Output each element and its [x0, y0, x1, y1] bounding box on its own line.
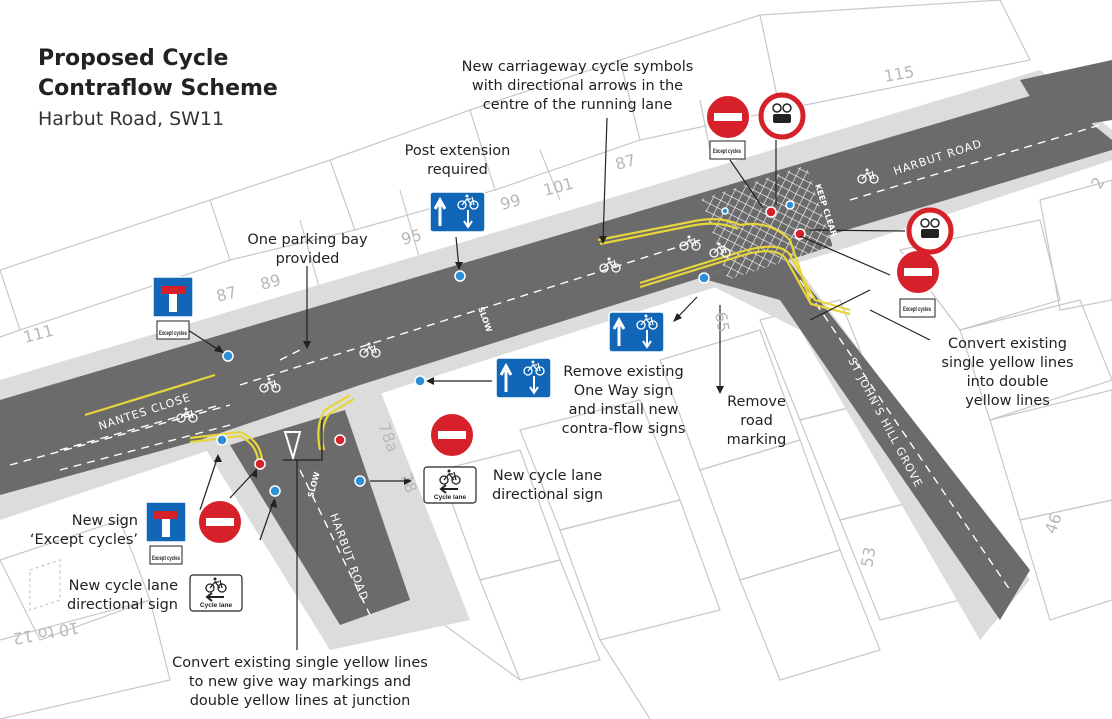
no-entry-sign-top [705, 94, 751, 140]
no-motor-vehicles-sign-right [906, 207, 954, 255]
note-carriageway-symbols: New carriageway cycle symbols with direc… [461, 59, 694, 113]
no-through-road-sign-bottom [145, 501, 187, 565]
cycle-lane-sign-left [189, 574, 243, 612]
plate-text-cycle-lane-right: Cycle lane [434, 494, 467, 501]
contraflow-sign-top [429, 191, 486, 233]
map-title: Proposed Cycle Contraflow Scheme [38, 46, 278, 101]
note-remove-one-way: Remove existing One Way sign and install… [561, 364, 686, 437]
plate-text-bottom-left: Except cycles [152, 555, 180, 562]
yellow-lines [84, 218, 851, 461]
contraflow-sign-right [608, 311, 665, 353]
plate-text-top-left: Except cycles [159, 330, 187, 337]
house-number-87-top: 87 [613, 150, 638, 174]
note-parking-bay: One parking bay provided [247, 232, 368, 267]
house-number-10-12: 10 to 12 [11, 618, 80, 648]
note-cycle-lane-sign-left: New cycle lane directional sign [66, 578, 178, 613]
keep-clear-box [701, 165, 833, 280]
note-cycle-lane-sign-right: New cycle lane directional sign [491, 468, 604, 503]
note-convert-double-yellow: Convert existing single yellow lines int… [941, 336, 1074, 409]
centre-lines [9, 124, 1101, 616]
house-number-95: 95 [399, 225, 424, 249]
no-motor-vehicles-sign-top [758, 92, 806, 140]
except-cycles-plate-top [709, 140, 746, 160]
map-subtitle: Harbut Road, SW11 [38, 108, 225, 130]
note-convert-give-way: Convert existing single yellow lines to … [172, 655, 428, 709]
house-number-101: 101 [541, 174, 575, 200]
note-new-sign-except: New sign ‘Except cycles’ [29, 513, 138, 548]
plate-text-cycle-lane-left: Cycle lane [200, 602, 233, 609]
cycle-lane-sign-right [423, 466, 477, 504]
title-block: Proposed Cycle Contraflow Scheme Harbut … [38, 44, 278, 130]
house-number-99: 99 [498, 190, 523, 214]
contraflow-sign-mid [495, 357, 552, 399]
no-entry-sign-right [895, 249, 941, 295]
house-number-2: 2 [1087, 174, 1109, 192]
house-number-65: 65 [711, 310, 733, 333]
except-cycles-plate-right [899, 298, 936, 318]
no-entry-sign-mid [429, 412, 475, 458]
roads [0, 60, 1112, 625]
house-number-89: 89 [258, 270, 283, 294]
house-number-53: 53 [857, 545, 879, 568]
house-number-115: 115 [882, 62, 915, 86]
leader-lines [187, 117, 931, 650]
note-remove-marking: Remove road marking [726, 394, 787, 448]
note-post-extension: Post extension required [404, 143, 511, 178]
house-number-111: 111 [21, 321, 55, 347]
plate-text-top: Except cycles [713, 148, 741, 155]
give-way-triangle [283, 431, 302, 462]
plate-text-right: Except cycles [903, 306, 931, 313]
leader-arrowheads [214, 236, 724, 508]
no-entry-sign-bottom [197, 499, 243, 545]
sign-location-dots [216, 200, 806, 497]
house-number-87: 87 [214, 282, 239, 306]
no-through-road-sign-top [152, 276, 194, 340]
